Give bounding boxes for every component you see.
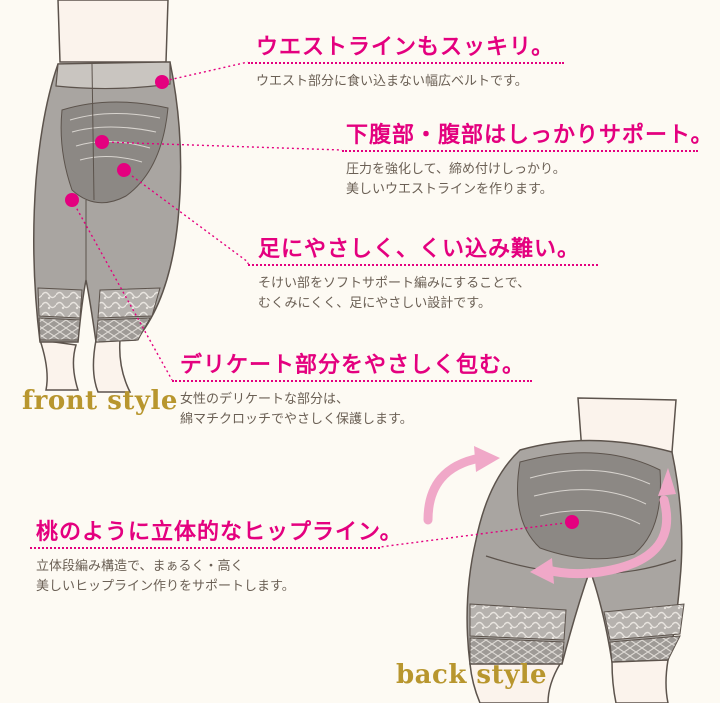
delicate-marker xyxy=(65,193,79,207)
feature-description: 女性のデリケートな部分は、 綿マチクロッチでやさしく保護します。 xyxy=(180,390,525,430)
feature-hip: 桃のように立体的なヒップライン。 立体段編み構造で、まぁるく・高く 美しいヒップ… xyxy=(36,521,403,597)
waist-title-rule xyxy=(248,62,564,64)
delicate-title-rule xyxy=(172,380,532,382)
feature-title: 足にやさしく、くい込み難い。 xyxy=(258,236,581,262)
feature-description: ウエスト部分に食い込まない幅広ベルトです。 xyxy=(256,72,554,92)
abdomen-marker xyxy=(95,135,109,149)
feature-title: 桃のように立体的なヒップライン。 xyxy=(36,519,403,545)
rotation-arrows xyxy=(423,446,676,584)
feature-abdomen: 下腹部・腹部はしっかりサポート。 圧力を強化して、締め付けしっかり。 美しいウエ… xyxy=(346,124,714,200)
feature-description-line: そけい部をソフトサポート編みにすることで、 xyxy=(258,276,531,291)
hip-marker xyxy=(565,515,579,529)
hip-title-rule xyxy=(30,547,380,549)
feature-description-line: 美しいウエストラインを作ります。 xyxy=(346,182,553,197)
feature-delicate: デリケート部分をやさしく包む。 女性のデリケートな部分は、 綿マチクロッチでやさ… xyxy=(180,354,525,430)
legs-marker xyxy=(117,163,131,177)
waist-marker xyxy=(155,75,169,89)
feature-description-line: 立体段編み構造で、まぁるく・高く xyxy=(36,559,244,574)
feature-description-line: 圧力を強化して、締め付けしっかり。 xyxy=(346,162,566,177)
front-garment xyxy=(33,0,182,393)
abdomen-title-rule xyxy=(342,150,698,152)
feature-description-line: むくみにくく、足にやさしい設計です。 xyxy=(258,296,491,311)
leader-lines xyxy=(71,61,573,548)
legs-title-rule xyxy=(248,264,598,266)
feature-description-line: ウエスト部分に食い込まない幅広ベルトです。 xyxy=(256,74,528,89)
feature-description-line: 綿マチクロッチでやさしく保護します。 xyxy=(180,412,413,427)
back-garment xyxy=(466,397,685,703)
feature-description: そけい部をソフトサポート編みにすることで、 むくみにくく、足にやさしい設計です。 xyxy=(258,274,580,314)
feature-legs: 足にやさしく、くい込み難い。 そけい部をソフトサポート編みにすることで、 むくみ… xyxy=(258,238,580,314)
feature-title: デリケート部分をやさしく包む。 xyxy=(180,352,526,378)
front-style-label: front style xyxy=(22,386,178,416)
feature-description-line: 美しいヒップライン作りをサポートします。 xyxy=(36,579,295,594)
marker-dots xyxy=(65,75,579,529)
feature-description: 立体段編み構造で、まぁるく・高く 美しいヒップライン作りをサポートします。 xyxy=(36,557,403,597)
feature-waist: ウエストラインもスッキリ。 ウエスト部分に食い込まない幅広ベルトです。 xyxy=(256,36,554,92)
feature-title: ウエストラインもスッキリ。 xyxy=(256,34,555,60)
back-style-label: back style xyxy=(396,660,548,690)
feature-title: 下腹部・腹部はしっかりサポート。 xyxy=(346,122,714,148)
feature-description: 圧力を強化して、締め付けしっかり。 美しいウエストラインを作ります。 xyxy=(346,160,714,200)
feature-description-line: 女性のデリケートな部分は、 xyxy=(180,392,350,407)
